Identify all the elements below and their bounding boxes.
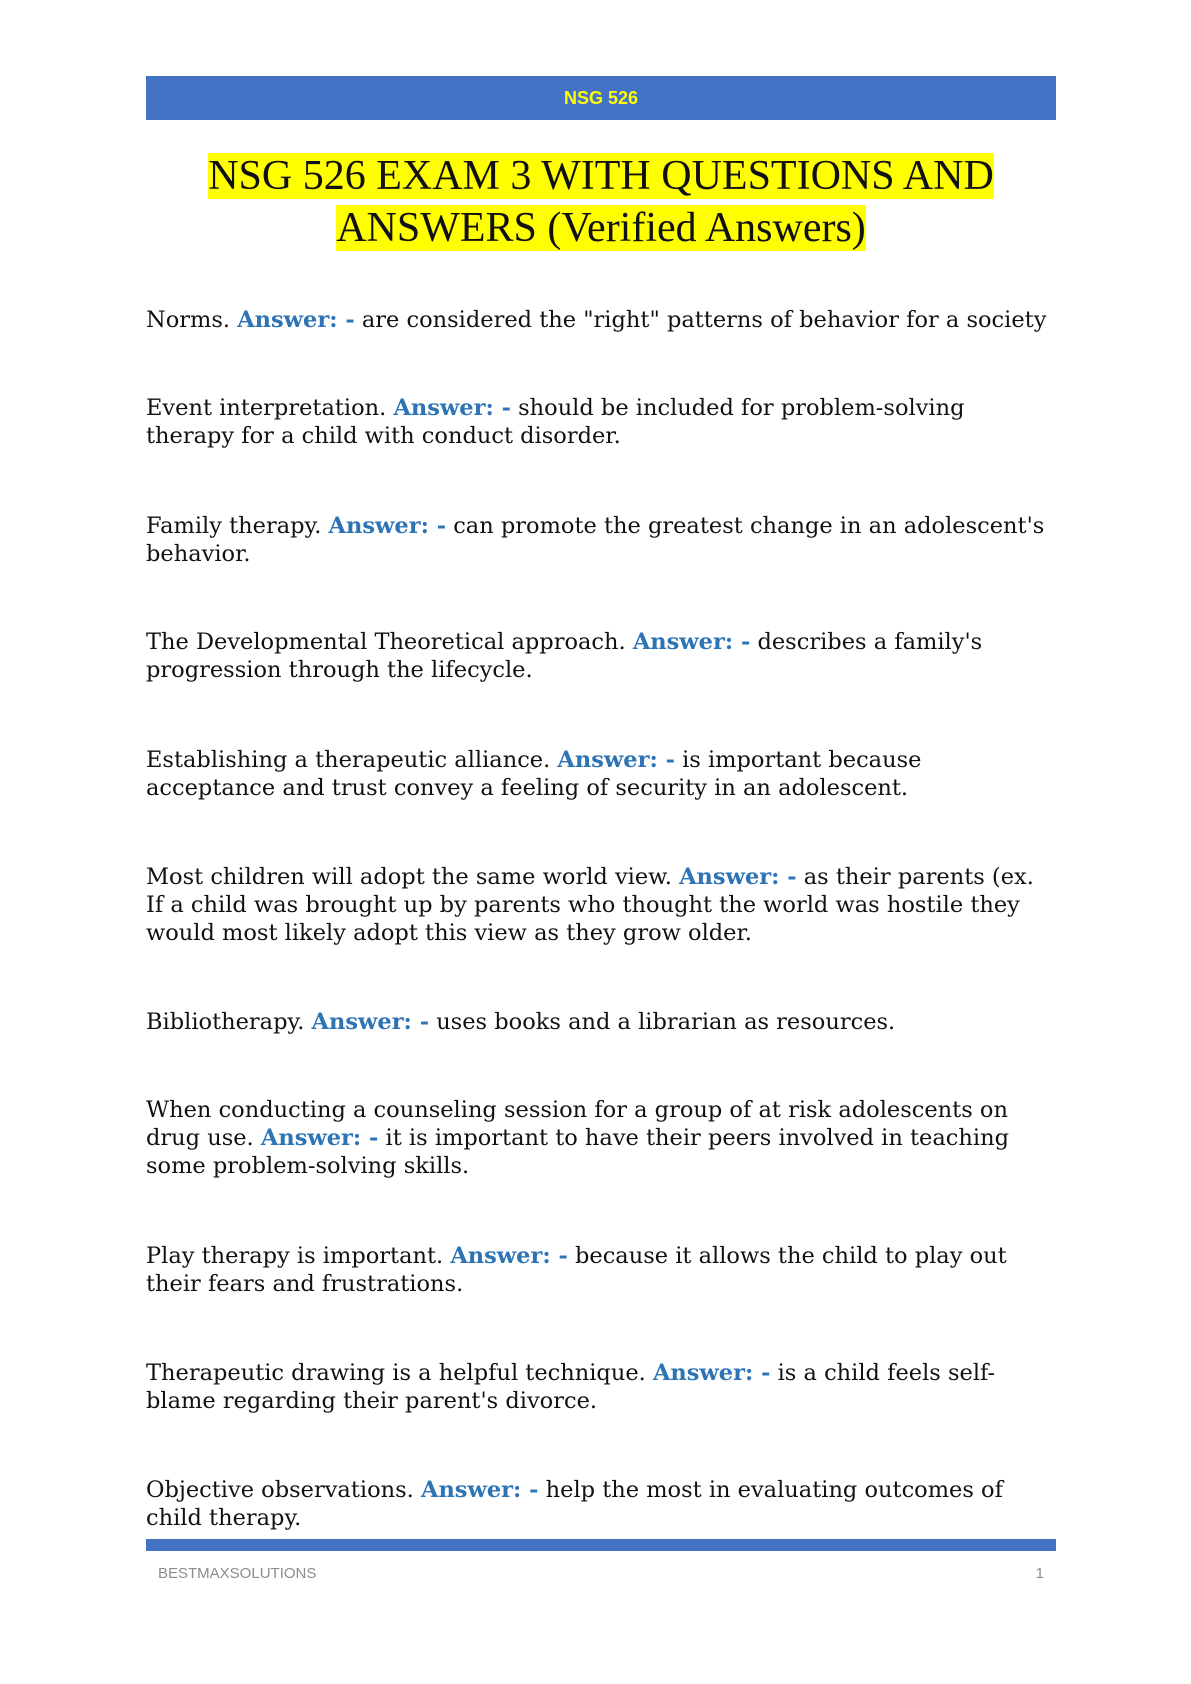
- answer-label: Answer: -: [393, 395, 511, 421]
- qa-item: The Developmental Theoretical approach. …: [146, 628, 1056, 684]
- question-text: Establishing a therapeutic alliance.: [146, 747, 551, 773]
- answer-text: as their parents (ex. If a child was bro…: [146, 864, 1034, 946]
- header-bar: NSG 526: [146, 76, 1056, 120]
- answer-text: describes a family's progression through…: [146, 629, 983, 683]
- answer-text: because it allows the child to play out …: [146, 1243, 1007, 1297]
- question-text: Family therapy.: [146, 513, 322, 539]
- document-title: NSG 526 EXAM 3 WITH QUESTIONS AND ANSWER…: [146, 150, 1056, 254]
- qa-item: Therapeutic drawing is a helpful techniq…: [146, 1359, 1056, 1415]
- answer-label: Answer: -: [632, 629, 751, 655]
- answer-label: Answer: -: [652, 1360, 771, 1386]
- question-text: Event interpretation.: [146, 395, 387, 421]
- answer-text: uses books and a librarian as resources.: [436, 1009, 896, 1035]
- title-line-2: ANSWERS (Verified Answers): [336, 205, 866, 251]
- header-label: NSG 526: [563, 87, 639, 108]
- qa-item: Most children will adopt the same world …: [146, 863, 1056, 947]
- answer-label: Answer: -: [260, 1125, 379, 1151]
- question-text: Bibliotherapy.: [146, 1009, 305, 1035]
- answer-text: help the most in evaluating outcomes of …: [146, 1477, 1003, 1531]
- answer-label: Answer: -: [237, 307, 355, 333]
- qa-item: Play therapy is important. Answer: - bec…: [146, 1242, 1056, 1298]
- answer-label: Answer: -: [679, 864, 797, 890]
- answer-label: Answer: -: [311, 1009, 430, 1035]
- page-number: 1: [1035, 1565, 1044, 1582]
- footer-brand: BESTMAXSOLUTIONS: [158, 1565, 317, 1582]
- question-text: Norms.: [146, 307, 231, 333]
- answer-text: it is important to have their peers invo…: [146, 1125, 1009, 1179]
- qa-item: Objective observations. Answer: - help t…: [146, 1476, 1056, 1532]
- footer-rule: [146, 1539, 1056, 1551]
- answer-text: is a child feels self-blame regarding th…: [146, 1360, 996, 1414]
- qa-item: When conducting a counseling session for…: [146, 1096, 1056, 1180]
- answer-label: Answer: -: [328, 513, 447, 539]
- question-text: Therapeutic drawing is a helpful techniq…: [146, 1360, 646, 1386]
- answer-label: Answer: -: [450, 1243, 568, 1269]
- answer-label: Answer: -: [420, 1477, 539, 1503]
- question-text: Most children will adopt the same world …: [146, 864, 672, 890]
- qa-item: Bibliotherapy. Answer: - uses books and …: [146, 1008, 1056, 1036]
- answer-label: Answer: -: [557, 747, 675, 773]
- qa-item: Establishing a therapeutic alliance. Ans…: [146, 746, 1056, 802]
- question-text: The Developmental Theoretical approach.: [146, 629, 626, 655]
- answer-text: should be included for problem-solving t…: [146, 395, 965, 449]
- qa-item: Family therapy. Answer: - can promote th…: [146, 512, 1056, 568]
- question-text: Objective observations.: [146, 1477, 414, 1503]
- answer-text: is important because acceptance and trus…: [146, 747, 922, 801]
- title-line-1: NSG 526 EXAM 3 WITH QUESTIONS AND: [208, 153, 994, 199]
- question-text: When conducting a counseling session for…: [146, 1097, 1008, 1151]
- qa-item: Event interpretation. Answer: - should b…: [146, 394, 1056, 450]
- question-text: Play therapy is important.: [146, 1243, 444, 1269]
- answer-text: are considered the "right" patterns of b…: [361, 307, 1047, 333]
- qa-item: Norms. Answer: - are considered the "rig…: [146, 306, 1056, 334]
- answer-text: can promote the greatest change in an ad…: [146, 513, 1045, 567]
